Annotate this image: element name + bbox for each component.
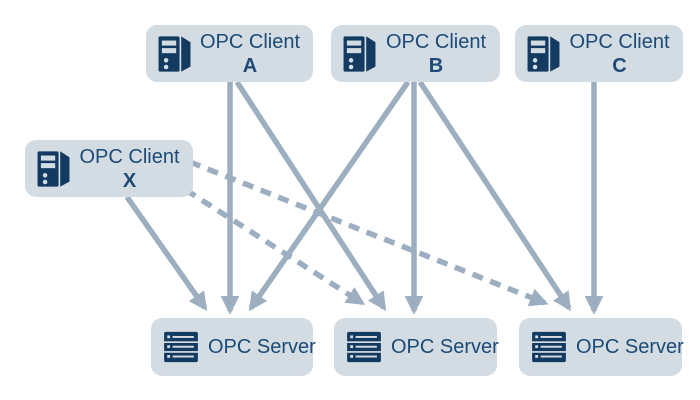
client-letter: A [242, 54, 258, 77]
client-letter: B [428, 54, 444, 77]
server-rack-icon [347, 331, 381, 363]
tower-computer-icon [37, 150, 70, 187]
server-label: OPC Server [208, 335, 316, 358]
arrow-B-to-S3 [417, 80, 572, 312]
node-opc-client-b: OPC Client B [331, 25, 500, 82]
arrow-X-to-S3 [188, 159, 549, 307]
server-rack-icon [164, 331, 198, 363]
node-opc-client-c: OPC Client C [515, 25, 683, 82]
server-label: OPC Server [391, 335, 499, 358]
node-opc-server-3: OPC Server [519, 318, 684, 376]
client-label: OPC Client [199, 30, 301, 53]
arrow-X-to-S1 [124, 195, 208, 312]
tower-computer-icon [158, 35, 191, 72]
tower-computer-icon [343, 35, 376, 72]
client-label: OPC Client [569, 30, 670, 53]
client-label: OPC Client [79, 145, 180, 168]
node-opc-server-2: OPC Server [334, 318, 499, 376]
server-rack-icon [532, 331, 566, 363]
client-letter: C [612, 54, 627, 77]
node-opc-client-a: OPC Client A [146, 25, 313, 82]
client-letter: X [122, 169, 137, 192]
server-label: OPC Server [576, 335, 684, 358]
client-label: OPC Client [385, 30, 487, 53]
tower-computer-icon [527, 35, 560, 72]
node-opc-client-x: OPC Client X [25, 140, 193, 197]
node-opc-server-1: OPC Server [151, 318, 316, 376]
arrow-X-to-S2 [184, 187, 366, 306]
arrow-B-to-S1 [248, 80, 411, 312]
arrow-A-to-S2 [234, 80, 387, 312]
